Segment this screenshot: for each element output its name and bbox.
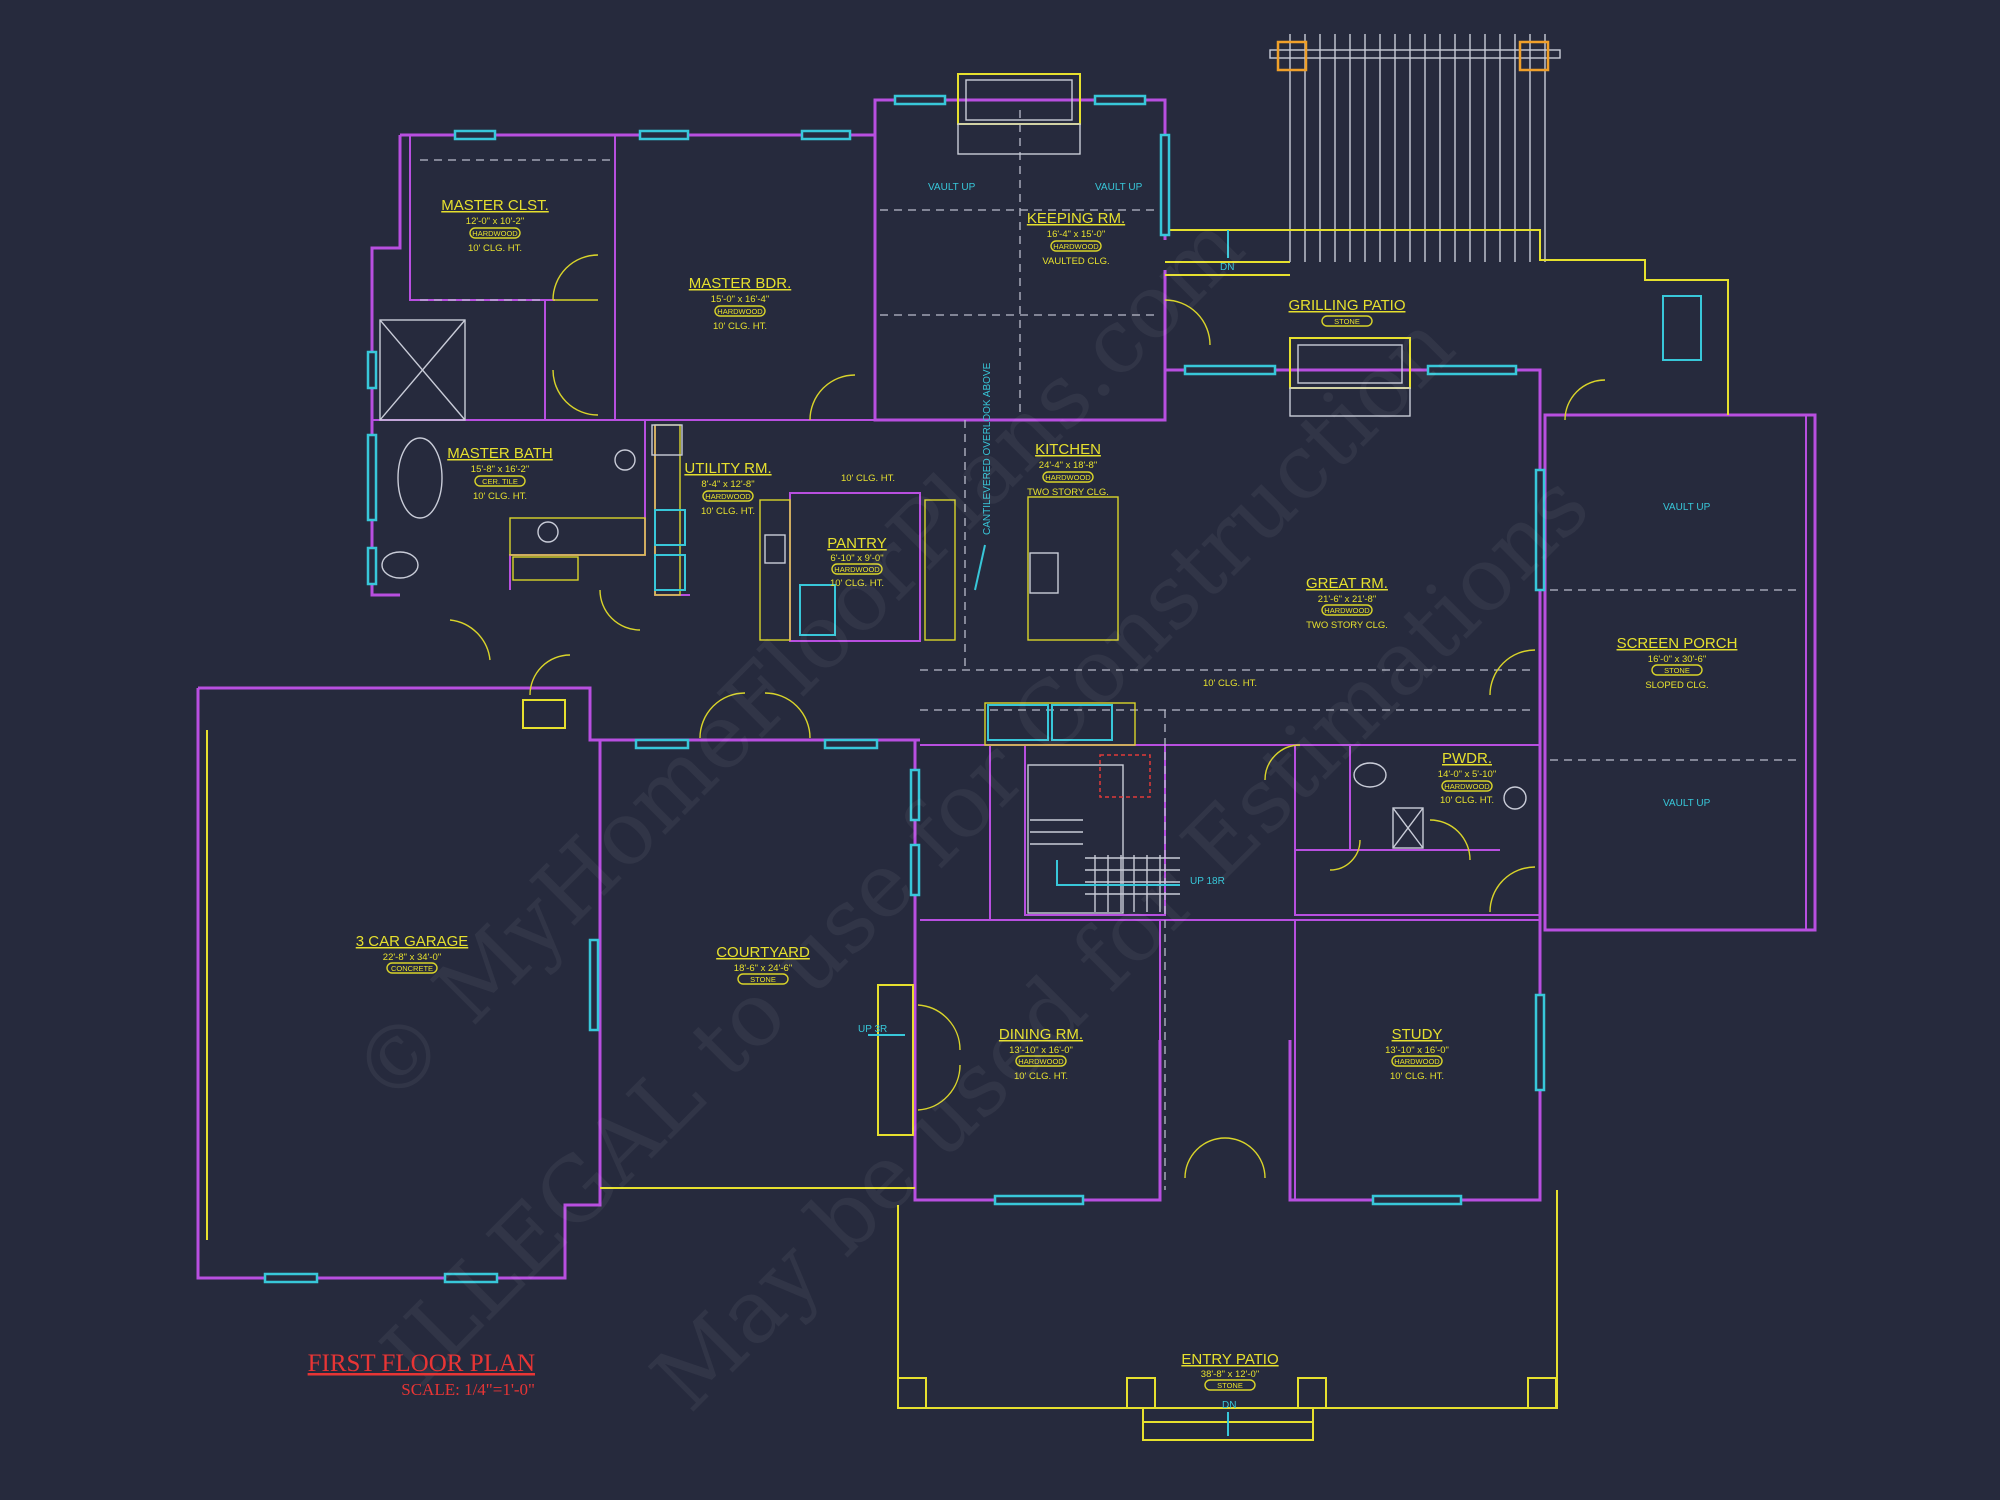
room-dimensions: 18'-6" x 24'-6"	[734, 963, 792, 974]
room-floor: HARDWOOD	[1324, 606, 1370, 615]
room-courtyard: COURTYARD 18'-6" x 24'-6" STONE	[716, 944, 810, 985]
ceiling-lines	[420, 110, 1800, 1190]
room-name: SCREEN PORCH	[1617, 635, 1738, 652]
room-dimensions: 13'-10" x 16'-0"	[1009, 1045, 1073, 1056]
plan-title-block: FIRST FLOOR PLAN SCALE: 1/4"=1'-0"	[308, 1350, 535, 1399]
pergola	[1269, 34, 1561, 262]
room-ceiling: 10' CLG. HT.	[1390, 1071, 1444, 1082]
room-floor: HARDWOOD	[834, 565, 880, 574]
room-floor: CER. TILE	[482, 477, 518, 486]
windows	[263, 94, 1546, 1284]
room-floor: STONE	[1334, 317, 1360, 326]
dn-note: DN	[1220, 262, 1234, 273]
room-name: KITCHEN	[1035, 441, 1101, 458]
room-floor: HARDWOOD	[1444, 782, 1490, 791]
vault-up-note: VAULT UP	[1095, 182, 1143, 193]
room-name: MASTER CLST.	[441, 197, 549, 214]
vault-up-note: VAULT UP	[1663, 798, 1711, 809]
vault-up-note: VAULT UP	[1663, 502, 1711, 513]
room-master-clst: MASTER CLST. 12'-0" x 10'-2" HARDWOOD 10…	[441, 197, 549, 254]
room-name: ENTRY PATIO	[1181, 1351, 1278, 1368]
room-ceiling: 10' CLG. HT.	[1014, 1071, 1068, 1082]
room-floor: STONE	[1664, 666, 1690, 675]
room-floor: HARDWOOD	[717, 307, 763, 316]
room-dimensions: 15'-8" x 16'-2"	[471, 464, 529, 475]
room-ceiling: SLOPED CLG.	[1645, 680, 1708, 691]
room-dimensions: 16'-4" x 15'-0"	[1047, 229, 1105, 240]
room-ceiling: VAULTED CLG.	[1042, 256, 1109, 267]
room-ceiling: 10' CLG. HT.	[701, 506, 755, 517]
room-garage: 3 CAR GARAGE 22'-8" x 34'-0" CONCRETE	[356, 933, 469, 974]
vault-up-note: VAULT UP	[928, 182, 976, 193]
room-pantry: PANTRY 6'-10" x 9'-0" HARDWOOD 10' CLG. …	[827, 535, 886, 589]
room-floor: HARDWOOD	[1045, 473, 1091, 482]
room-dimensions: 24'-4" x 18'-8"	[1039, 460, 1097, 471]
room-name: UTILITY RM.	[684, 460, 771, 477]
room-dining-rm: DINING RM. 13'-10" x 16'-0" HARDWOOD 10'…	[999, 1026, 1083, 1082]
room-grilling-patio: GRILLING PATIO STONE	[1289, 297, 1406, 327]
room-name: MASTER BDR.	[689, 275, 792, 292]
room-ceiling: 10' CLG. HT.	[468, 243, 522, 254]
room-dimensions: 13'-10" x 16'-0"	[1385, 1045, 1449, 1056]
room-dimensions: 21'-6" x 21'-8"	[1318, 594, 1376, 605]
room-floor: HARDWOOD	[705, 492, 751, 501]
room-ceiling: 10' CLG. HT.	[1440, 795, 1494, 806]
room-dimensions: 8'-4" x 12'-8"	[701, 479, 754, 490]
room-name: PWDR.	[1442, 750, 1492, 767]
room-dimensions: 15'-0" x 16'-4"	[711, 294, 769, 305]
room-master-bath: MASTER BATH 15'-8" x 16'-2" CER. TILE 10…	[447, 445, 553, 502]
room-floor: HARDWOOD	[1018, 1057, 1064, 1066]
room-study: STUDY 13'-10" x 16'-0" HARDWOOD 10' CLG.…	[1385, 1026, 1449, 1082]
room-name: COURTYARD	[716, 944, 810, 961]
room-ceiling: 10' CLG. HT.	[830, 578, 884, 589]
room-name: GREAT RM.	[1306, 575, 1388, 592]
room-ceiling: TWO STORY CLG.	[1027, 487, 1109, 498]
room-keeping-rm: KEEPING RM. 16'-4" x 15'-0" HARDWOOD VAU…	[1027, 210, 1125, 267]
room-floor: STONE	[750, 975, 776, 984]
room-floor: HARDWOOD	[1053, 242, 1099, 251]
ceiling-height-note: 10' CLG. HT.	[841, 473, 895, 484]
stair-up-note: UP 18R	[1190, 876, 1225, 887]
room-name: KEEPING RM.	[1027, 210, 1125, 227]
plan-notes: 10' CLG. HT. 10' CLG. HT. VAULT UP VAULT…	[841, 182, 1711, 1436]
room-dimensions: 14'-0" x 5'-10"	[1438, 769, 1496, 780]
room-ceiling: 10' CLG. HT.	[473, 491, 527, 502]
room-name: 3 CAR GARAGE	[356, 933, 469, 950]
watermark: © MyHomeFloorPlans.com ILLEGAL to use fo…	[332, 194, 1608, 1430]
plan-scale: SCALE: 1/4"=1'-0"	[401, 1380, 535, 1399]
room-pwdr: PWDR. 14'-0" x 5'-10" HARDWOOD 10' CLG. …	[1438, 750, 1496, 806]
room-name: GRILLING PATIO	[1289, 297, 1406, 314]
stair-up-note: UP 3R	[858, 1024, 887, 1035]
room-kitchen: KITCHEN 24'-4" x 18'-8" HARDWOOD TWO STO…	[1027, 441, 1109, 498]
room-floor: HARDWOOD	[472, 229, 518, 238]
room-floor: STONE	[1217, 1381, 1243, 1390]
room-name: DINING RM.	[999, 1026, 1083, 1043]
room-screen-porch: SCREEN PORCH 16'-0" x 30'-6" STONE SLOPE…	[1617, 635, 1738, 691]
room-name: STUDY	[1392, 1026, 1443, 1043]
ceiling-height-note: 10' CLG. HT.	[1203, 678, 1257, 689]
room-utility-rm: UTILITY RM. 8'-4" x 12'-8" HARDWOOD 10' …	[684, 460, 771, 517]
room-dimensions: 6'-10" x 9'-0"	[830, 553, 883, 564]
room-floor: CONCRETE	[391, 964, 433, 973]
room-ceiling: TWO STORY CLG.	[1306, 620, 1388, 631]
plan-title: FIRST FLOOR PLAN	[308, 1350, 535, 1377]
room-entry-patio: ENTRY PATIO 38'-8" x 12'-0" STONE	[1181, 1351, 1279, 1391]
room-dimensions: 12'-0" x 10'-2"	[466, 216, 524, 227]
room-dimensions: 38'-8" x 12'-0"	[1201, 1369, 1259, 1380]
room-master-bdr: MASTER BDR. 15'-0" x 16'-4" HARDWOOD 10'…	[689, 275, 792, 332]
doors	[449, 254, 1606, 1179]
room-ceiling: 10' CLG. HT.	[713, 321, 767, 332]
room-floor: HARDWOOD	[1394, 1057, 1440, 1066]
fixtures	[206, 73, 1729, 1441]
room-dimensions: 16'-0" x 30'-6"	[1648, 654, 1706, 665]
overlook-note: CANTILEVERED OVERLOOK ABOVE	[982, 362, 993, 535]
room-name: PANTRY	[827, 535, 886, 552]
room-name: MASTER BATH	[447, 445, 553, 462]
room-great-rm: GREAT RM. 21'-6" x 21'-8" HARDWOOD TWO S…	[1306, 575, 1388, 631]
room-dimensions: 22'-8" x 34'-0"	[383, 952, 441, 963]
dn-note: DN	[1222, 1400, 1236, 1411]
